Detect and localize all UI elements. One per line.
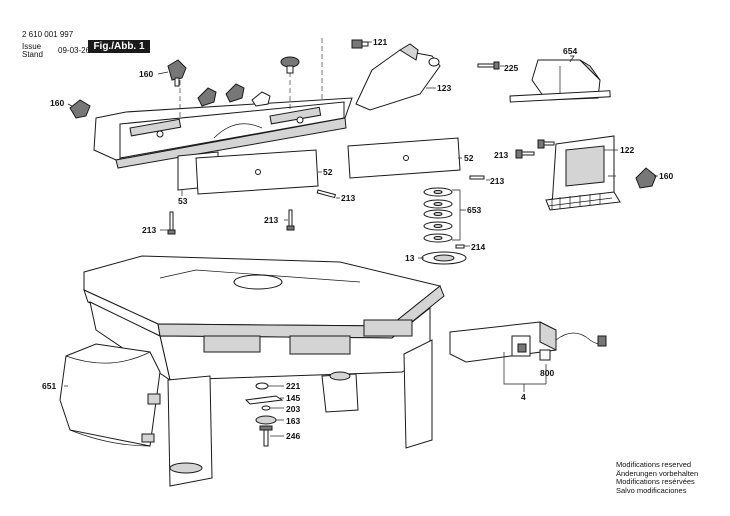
note-fr: Modifications resérvées bbox=[616, 477, 695, 487]
label-163: 163 bbox=[286, 416, 300, 426]
label-654: 654 bbox=[563, 46, 577, 56]
bolt-121 bbox=[351, 39, 369, 49]
fence-rail bbox=[93, 97, 353, 169]
modification-notes: Modifications reserved Änderungen vorbeh… bbox=[616, 460, 699, 495]
label-225: 225 bbox=[504, 63, 518, 73]
label-213-b: 213 bbox=[490, 176, 504, 186]
label-160-c: 160 bbox=[659, 171, 673, 181]
leader-lines bbox=[64, 41, 658, 437]
label-160-b: 160 bbox=[50, 98, 64, 108]
clamp-a bbox=[197, 87, 217, 107]
label-145: 145 bbox=[286, 393, 300, 403]
issue-label: Issue bbox=[22, 42, 42, 51]
issue-date: 09-03-26 bbox=[58, 46, 91, 55]
label-651: 651 bbox=[42, 381, 56, 391]
label-53: 53 bbox=[178, 196, 188, 206]
washer-203 bbox=[261, 405, 271, 411]
label-160-a: 160 bbox=[139, 69, 153, 79]
router-table bbox=[83, 255, 445, 487]
dust-bag-651 bbox=[59, 343, 161, 447]
screw-213-guard-a bbox=[537, 139, 555, 149]
note-de: Änderungen vorbehalten bbox=[616, 468, 699, 478]
knob-160-c bbox=[635, 167, 657, 189]
ring-set-653 bbox=[423, 187, 453, 243]
screw-225 bbox=[477, 61, 500, 70]
figure-label: Fig./Abb. 1 bbox=[88, 40, 150, 53]
note-es: Salvo modificaciones bbox=[616, 485, 687, 495]
screw-213-mid bbox=[286, 209, 295, 231]
stand-label: Stand bbox=[22, 50, 43, 59]
label-121: 121 bbox=[373, 37, 387, 47]
label-214: 214 bbox=[471, 242, 485, 252]
plate-52-right bbox=[347, 137, 461, 179]
document-number: 2 610 001 997 bbox=[22, 30, 74, 39]
featherboard-654 bbox=[509, 59, 611, 103]
guard-122 bbox=[545, 135, 621, 211]
nut-163 bbox=[255, 415, 277, 425]
switch-box-4 bbox=[449, 321, 607, 363]
knob-160-b bbox=[69, 99, 91, 119]
screw-213-right bbox=[469, 175, 485, 180]
label-123: 123 bbox=[437, 83, 451, 93]
label-221: 221 bbox=[286, 381, 300, 391]
label-4: 4 bbox=[521, 392, 526, 402]
label-653: 653 bbox=[467, 205, 481, 215]
label-213-e: 213 bbox=[264, 215, 278, 225]
clamp-c bbox=[251, 91, 271, 107]
label-213-c: 213 bbox=[341, 193, 355, 203]
screw-213-plate bbox=[316, 189, 336, 199]
screw-246 bbox=[259, 425, 273, 447]
label-122: 122 bbox=[620, 145, 634, 155]
clamp-b bbox=[225, 83, 245, 103]
knob-160-a bbox=[167, 59, 187, 87]
label-52-right: 52 bbox=[464, 153, 474, 163]
clip-145 bbox=[244, 395, 284, 405]
label-213-a: 213 bbox=[494, 150, 508, 160]
washer-221 bbox=[255, 382, 269, 390]
screw-213-guard-b bbox=[515, 149, 535, 159]
label-213-d: 213 bbox=[142, 225, 156, 235]
plate-52-left bbox=[195, 149, 319, 195]
part-labels: 121 654 160 225 160 123 122 213 52 160 5… bbox=[42, 37, 673, 441]
guard-123 bbox=[355, 43, 441, 111]
screw-214 bbox=[455, 244, 465, 249]
note-en: Modifications reserved bbox=[616, 460, 692, 469]
screw-213-left bbox=[167, 211, 176, 235]
label-246: 246 bbox=[286, 431, 300, 441]
label-52-left: 52 bbox=[323, 167, 333, 177]
label-13: 13 bbox=[405, 253, 415, 263]
insert-plate-13 bbox=[421, 251, 467, 265]
label-800: 800 bbox=[540, 368, 554, 378]
knob-top bbox=[280, 56, 300, 74]
label-203: 203 bbox=[286, 404, 300, 414]
